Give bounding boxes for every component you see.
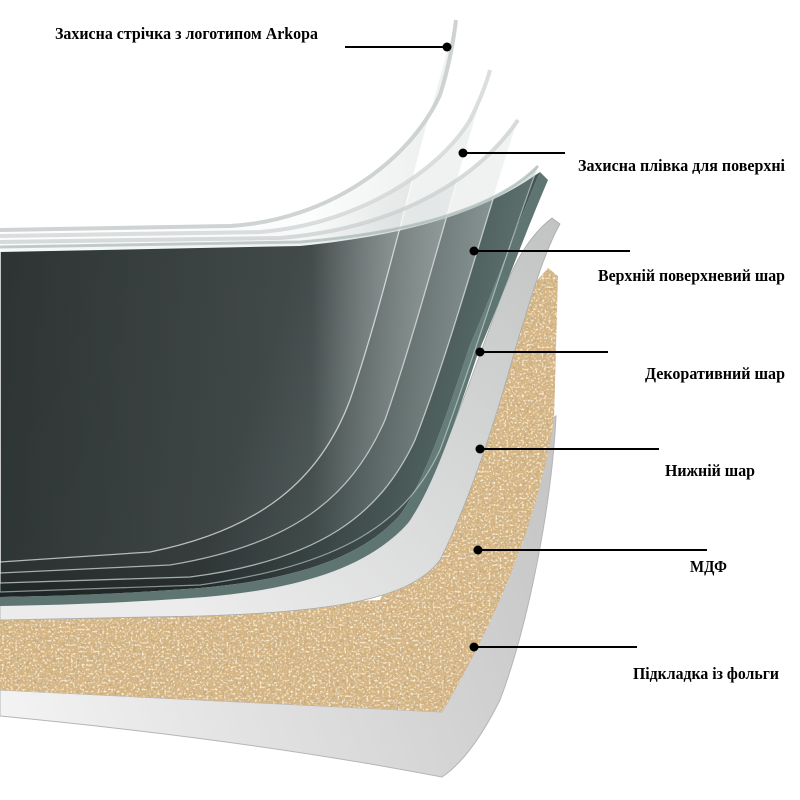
leader-dot-mdf [473,545,483,555]
label-protective-tape: Захисна стрічка з логотипом Arkopa [55,24,318,43]
label-top-surface-layer: Верхній поверхневий шар [598,266,785,285]
label-bottom-layer: Нижній шар [665,461,755,480]
protective-film-inner-back-edge [0,118,520,244]
leader-dot-protective-tape [442,42,452,52]
protective-tape-back-edge [0,19,458,232]
leader-dot-foil-backing [469,642,479,652]
leader-dot-top-surface-layer [469,246,479,256]
label-decorative-layer: Декоративний шар [645,364,785,383]
top-surface-layer-back-edge [0,164,540,249]
label-mdf: МДФ [690,557,727,576]
label-protective-film: Захисна плівка для поверхні [578,156,785,175]
leader-dot-protective-film [458,148,468,158]
leader-dot-decorative-layer [475,347,485,357]
label-foil-backing: Підкладка із фольги [633,664,779,683]
protective-film-outer-back-edge [0,69,492,238]
leader-dot-bottom-layer [475,444,485,454]
mdf-board [0,268,558,712]
